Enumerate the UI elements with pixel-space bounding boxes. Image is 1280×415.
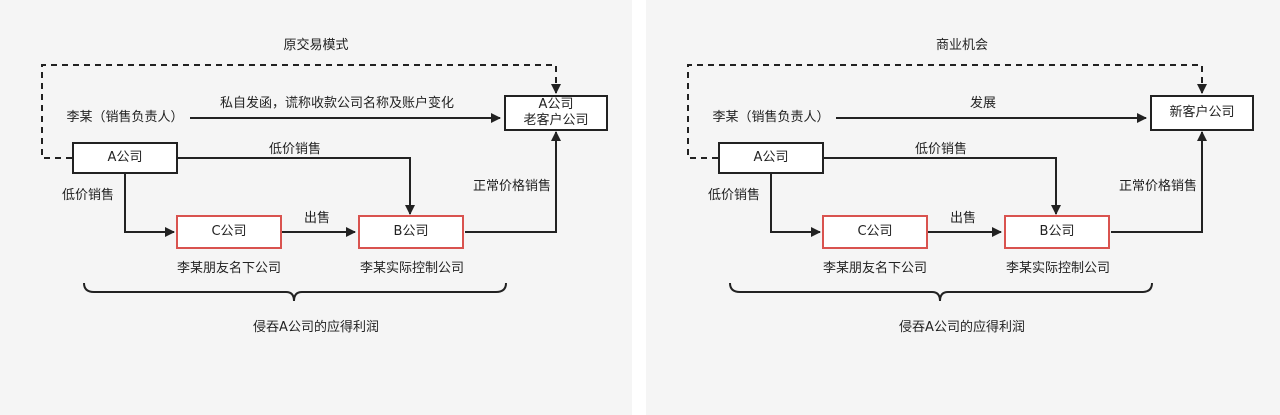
brace-caption: 侵吞A公司的应得利润: [253, 320, 379, 335]
a-to-c-arrow: [770, 174, 821, 237]
company-b-box: B公司: [358, 215, 464, 249]
a-to-b-arrow: [824, 157, 1061, 215]
company-b-label: B公司: [393, 224, 429, 239]
company-c-box: C公司: [176, 215, 282, 249]
connector-lines-left: [41, 64, 561, 302]
target-line-1: 新客户公司: [1169, 105, 1235, 120]
a-to-c-arrow: [124, 174, 175, 237]
dashed-original-mode-arrow: [41, 64, 561, 159]
person-label: 李某（销售负责人）: [712, 110, 830, 125]
diagram-panel-left: 原交易模式 李某（销售负责人） 私自发函，谎称收款公司名称及账户变化 A公司 老…: [0, 0, 632, 415]
company-a-label: A公司: [753, 150, 789, 165]
company-c-label: C公司: [857, 224, 893, 239]
a-to-b-arrow: [178, 157, 415, 215]
low-price-label-top: 低价销售: [914, 142, 968, 157]
company-c-box: C公司: [822, 215, 928, 249]
target-line-1: A公司: [538, 97, 574, 112]
company-a-label: A公司: [107, 150, 143, 165]
brace-caption: 侵吞A公司的应得利润: [899, 320, 1025, 335]
company-a-box: A公司: [718, 142, 824, 174]
arrow-label-develop: 发展: [969, 96, 997, 111]
low-price-label-left: 低价销售: [61, 188, 115, 203]
sell-label: 出售: [303, 211, 331, 226]
diagram-title: 商业机会: [935, 38, 989, 53]
diagram-title: 原交易模式: [283, 38, 349, 53]
connector-lines-right: [687, 64, 1207, 302]
diagram-panel-right: 商业机会 李某（销售负责人） 发展 新客户公司 A公司 低价销售 低价销售 正常…: [646, 0, 1280, 415]
normal-price-label: 正常价格销售: [472, 179, 552, 194]
company-c-caption: 李某朋友名下公司: [176, 261, 282, 276]
company-b-label: B公司: [1039, 224, 1075, 239]
sell-label: 出售: [949, 211, 977, 226]
company-b-caption: 李某实际控制公司: [359, 261, 465, 276]
company-b-box: B公司: [1004, 215, 1110, 249]
arrow-label-fake-letter: 私自发函，谎称收款公司名称及账户变化: [219, 96, 455, 111]
b-to-target-arrow: [1111, 131, 1207, 233]
company-c-caption: 李某朋友名下公司: [822, 261, 928, 276]
company-c-label: C公司: [211, 224, 247, 239]
company-a-box: A公司: [72, 142, 178, 174]
low-price-label-top: 低价销售: [268, 142, 322, 157]
low-price-label-left: 低价销售: [707, 188, 761, 203]
target-customer-box: A公司 老客户公司: [504, 95, 608, 131]
target-line-2: 老客户公司: [523, 113, 589, 128]
normal-price-label: 正常价格销售: [1118, 179, 1198, 194]
curly-brace: [83, 282, 507, 302]
person-label: 李某（销售负责人）: [66, 110, 184, 125]
target-customer-box: 新客户公司: [1150, 95, 1254, 131]
b-to-target-arrow: [465, 131, 561, 233]
dashed-business-opportunity-arrow: [687, 64, 1207, 159]
company-b-caption: 李某实际控制公司: [1005, 261, 1111, 276]
curly-brace: [729, 282, 1153, 302]
